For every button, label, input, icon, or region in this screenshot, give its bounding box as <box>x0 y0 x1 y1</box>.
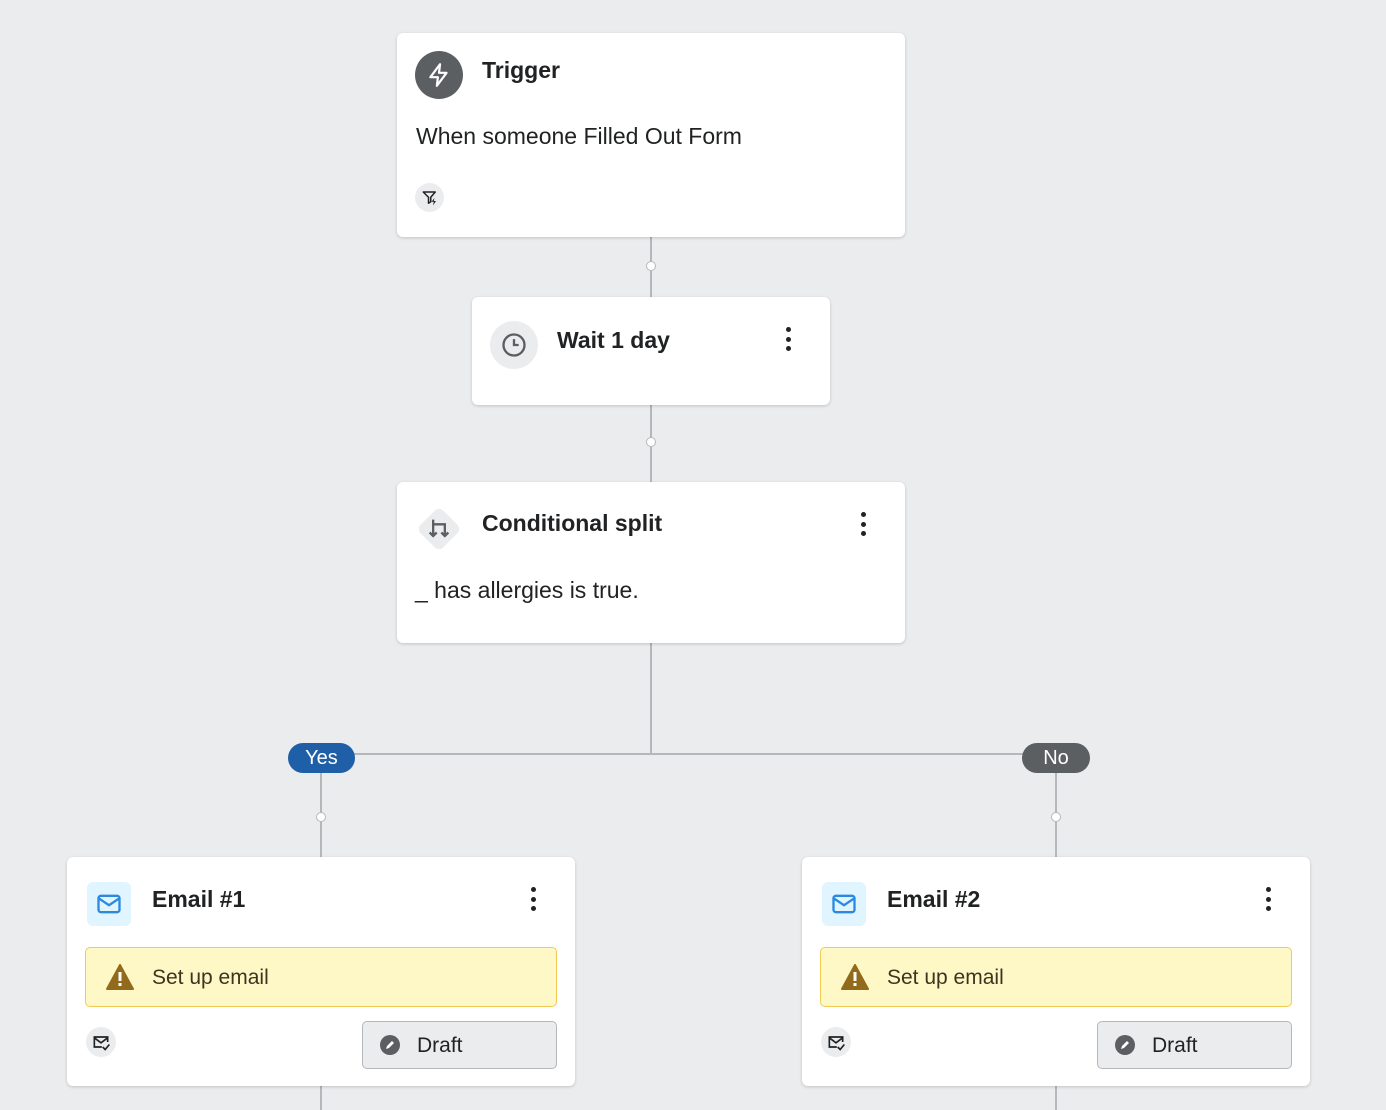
pencil-icon <box>380 1035 400 1055</box>
email-card-1[interactable]: Email #1 Set up email Draft <box>67 857 575 1086</box>
more-actions-button[interactable] <box>525 884 541 914</box>
warning-icon <box>841 964 869 990</box>
split-icon <box>415 505 463 553</box>
yes-branch-label: Yes <box>288 743 355 773</box>
trigger-title: Trigger <box>482 57 560 83</box>
draft-status-button[interactable]: Draft <box>1097 1021 1292 1069</box>
trigger-card[interactable]: Trigger When someone Filled Out Form <box>397 33 905 237</box>
email-title: Email #1 <box>152 886 246 912</box>
split-title: Conditional split <box>482 510 663 536</box>
clock-icon <box>490 321 538 369</box>
email-check-icon <box>821 1027 851 1057</box>
email-check-icon <box>86 1027 116 1057</box>
more-actions-button[interactable] <box>855 509 871 539</box>
connector-node <box>316 812 326 822</box>
no-branch-label: No <box>1022 743 1090 773</box>
conditional-split-card[interactable]: Conditional split _ has allergies is tru… <box>397 482 905 643</box>
filter-lightning-icon <box>415 183 444 212</box>
draft-label: Draft <box>1152 1034 1198 1057</box>
pencil-icon <box>1115 1035 1135 1055</box>
warning-icon <box>106 964 134 990</box>
split-condition: _ has allergies is true. <box>415 577 639 603</box>
email-card-2[interactable]: Email #2 Set up email Draft <box>802 857 1310 1086</box>
wait-title: Wait 1 day <box>557 327 670 353</box>
more-actions-button[interactable] <box>1260 884 1276 914</box>
connector <box>1055 1086 1057 1110</box>
setup-warning-banner[interactable]: Set up email <box>820 947 1292 1007</box>
email-title: Email #2 <box>887 886 981 912</box>
draft-status-button[interactable]: Draft <box>362 1021 557 1069</box>
warning-text: Set up email <box>152 966 269 989</box>
connector-node <box>1051 812 1061 822</box>
connector-node <box>646 261 656 271</box>
warning-text: Set up email <box>887 966 1004 989</box>
connector-node <box>646 437 656 447</box>
connector <box>650 643 652 754</box>
setup-warning-banner[interactable]: Set up email <box>85 947 557 1007</box>
wait-card[interactable]: Wait 1 day <box>472 297 830 405</box>
connector <box>320 1086 322 1110</box>
draft-label: Draft <box>417 1034 463 1057</box>
lightning-icon <box>415 51 463 99</box>
more-actions-button[interactable] <box>780 324 796 354</box>
trigger-description: When someone Filled Out Form <box>416 123 742 149</box>
branch-connector <box>321 753 1057 755</box>
email-icon <box>822 882 866 926</box>
email-icon <box>87 882 131 926</box>
